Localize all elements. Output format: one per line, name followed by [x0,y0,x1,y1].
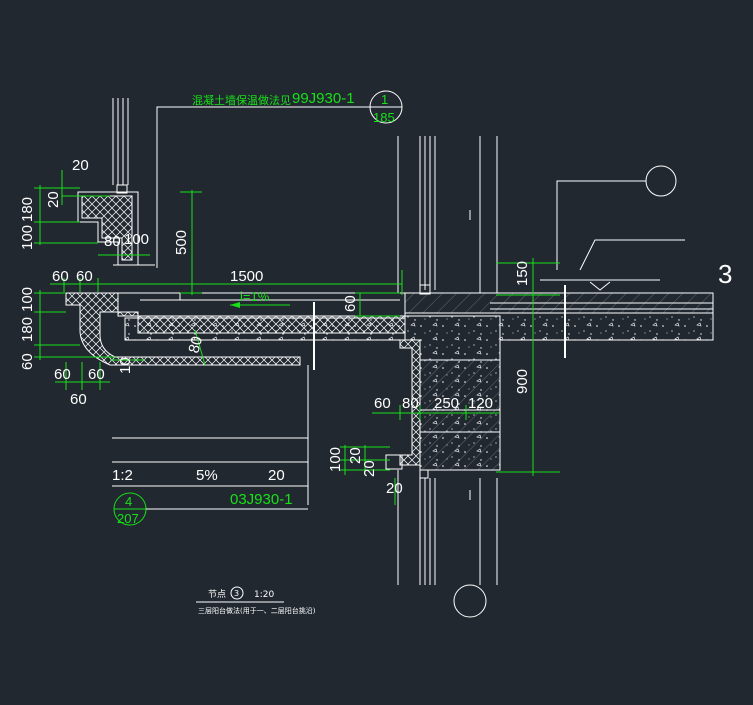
caption-subtitle: 三层阳台做法(用于一、二层阳台挑沿) [198,606,316,615]
reference-circles [113,90,677,618]
drawing-caption: 节点 3 1:20 三层阳台做法(用于一、二层阳台挑沿) [196,586,316,615]
dim-120: 120 [468,395,493,412]
spec-table [112,365,309,510]
dim-60-a: 60 [52,268,69,285]
dim-80-g: 80 [402,395,419,412]
note-leader [156,106,370,268]
axis-circle-bottom [453,584,487,618]
note-ref-code: 99J930-1 [292,90,355,107]
note-circle-top: 1 [381,92,388,107]
dimension-lines [34,170,534,505]
dim-20-j: 20 [386,480,403,497]
dim-60-e: 60 [88,366,105,383]
dim-250: 250 [434,395,459,412]
table-thickness: 20 [268,467,285,484]
annotations: 混凝土墙保温做法见 99J930-1 1 185 20 180 100 20 8… [19,90,732,526]
ref2-circle-bottom: 207 [117,511,139,526]
caption-scale: 1:20 [254,590,274,600]
beam-section [385,315,501,479]
caption-num: 3 [234,589,239,598]
axis-circle-top [645,165,677,197]
dim-100-b: 100 [124,231,149,248]
slab-left [65,292,410,366]
dim-1500: 1500 [230,268,263,285]
break-lines [313,285,566,370]
dim-80: 80 [104,233,121,250]
dim-180-c: 180 [19,317,36,342]
dim-100-h: 100 [327,447,344,472]
center-wall-lines [397,136,498,585]
ref2-circle-top: 4 [125,494,132,509]
dim-20-top: 20 [72,157,89,174]
dim-10: 10 [117,357,134,374]
upper-wall-lines [112,98,129,194]
dim-60-mid: 60 [342,295,359,312]
table-ratio: 1:2 [112,467,133,484]
dim-100-c: 100 [19,287,36,312]
section-label-3: 3 [718,259,732,289]
dim-60-g: 60 [374,395,391,412]
dim-80-diag: 80 [185,335,206,356]
dim-500: 500 [173,230,190,255]
dim-150: 150 [514,261,531,286]
dim-900: 900 [514,369,531,394]
dim-20-vert: 20 [45,191,62,208]
dim-60-c: 60 [19,353,36,370]
note-chinese-label: 混凝土墙保温做法见 [192,93,291,107]
caption-title: 节点 [208,589,226,600]
right-leaders [496,180,685,473]
dim-60-d: 60 [54,366,71,383]
slope-arrow [230,302,290,308]
dim-100-left: 100 [19,225,36,250]
ref2-code: 03J930-1 [230,491,293,508]
dim-20-h: 20 [347,447,364,464]
slab-right [404,284,714,341]
dim-60-b: 60 [76,268,93,285]
dim-60-f: 60 [70,391,87,408]
slope-label: i=1% [240,289,270,304]
dim-180-left: 180 [19,197,36,222]
note-circle-bottom: 185 [373,110,395,125]
parapet-detail [77,191,155,266]
dim-20-i: 20 [361,460,378,477]
table-slope: 5% [196,467,218,484]
